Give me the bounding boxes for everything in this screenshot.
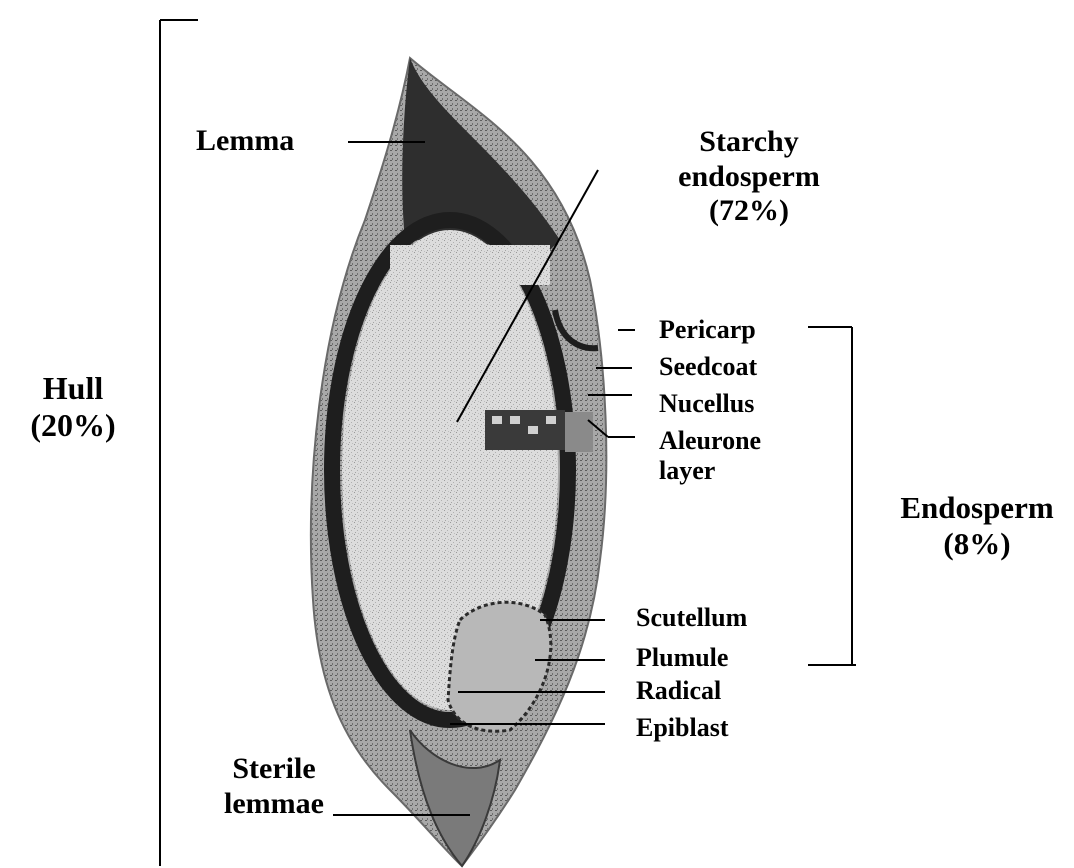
label-plumule: Plumule — [636, 643, 728, 673]
label-seedcoat: Seedcoat — [659, 352, 757, 382]
label-hull-line2: (20%) — [8, 407, 138, 444]
label-radical: Radical — [636, 676, 721, 706]
label-starchy-endosperm: Starchy endosperm (72%) — [656, 125, 842, 229]
label-pericarp: Pericarp — [659, 315, 756, 345]
label-aleurone-layer: Aleurone layer — [659, 426, 761, 486]
label-starchy-line2: endosperm — [656, 160, 842, 195]
hull-bracket — [160, 20, 198, 866]
label-sterile-line2: lemmae — [206, 787, 342, 822]
label-starchy-line1: Starchy — [656, 125, 842, 160]
label-lemma: Lemma — [196, 124, 294, 159]
label-starchy-line3: (72%) — [656, 194, 842, 229]
endosperm-bracket — [808, 327, 856, 665]
label-sterile-lemmae: Sterile lemmae — [206, 752, 342, 821]
label-endosperm-line1: Endosperm — [884, 490, 1070, 526]
label-aleurone-line2: layer — [659, 456, 761, 486]
label-hull: Hull (20%) — [8, 370, 138, 444]
label-scutellum: Scutellum — [636, 603, 747, 633]
label-sterile-line1: Sterile — [206, 752, 342, 787]
label-aleurone-line1: Aleurone — [659, 426, 761, 456]
label-endosperm: Endosperm (8%) — [884, 490, 1070, 561]
label-nucellus: Nucellus — [659, 389, 754, 419]
label-epiblast: Epiblast — [636, 713, 729, 743]
label-endosperm-line2: (8%) — [884, 526, 1070, 562]
label-hull-line1: Hull — [8, 370, 138, 407]
